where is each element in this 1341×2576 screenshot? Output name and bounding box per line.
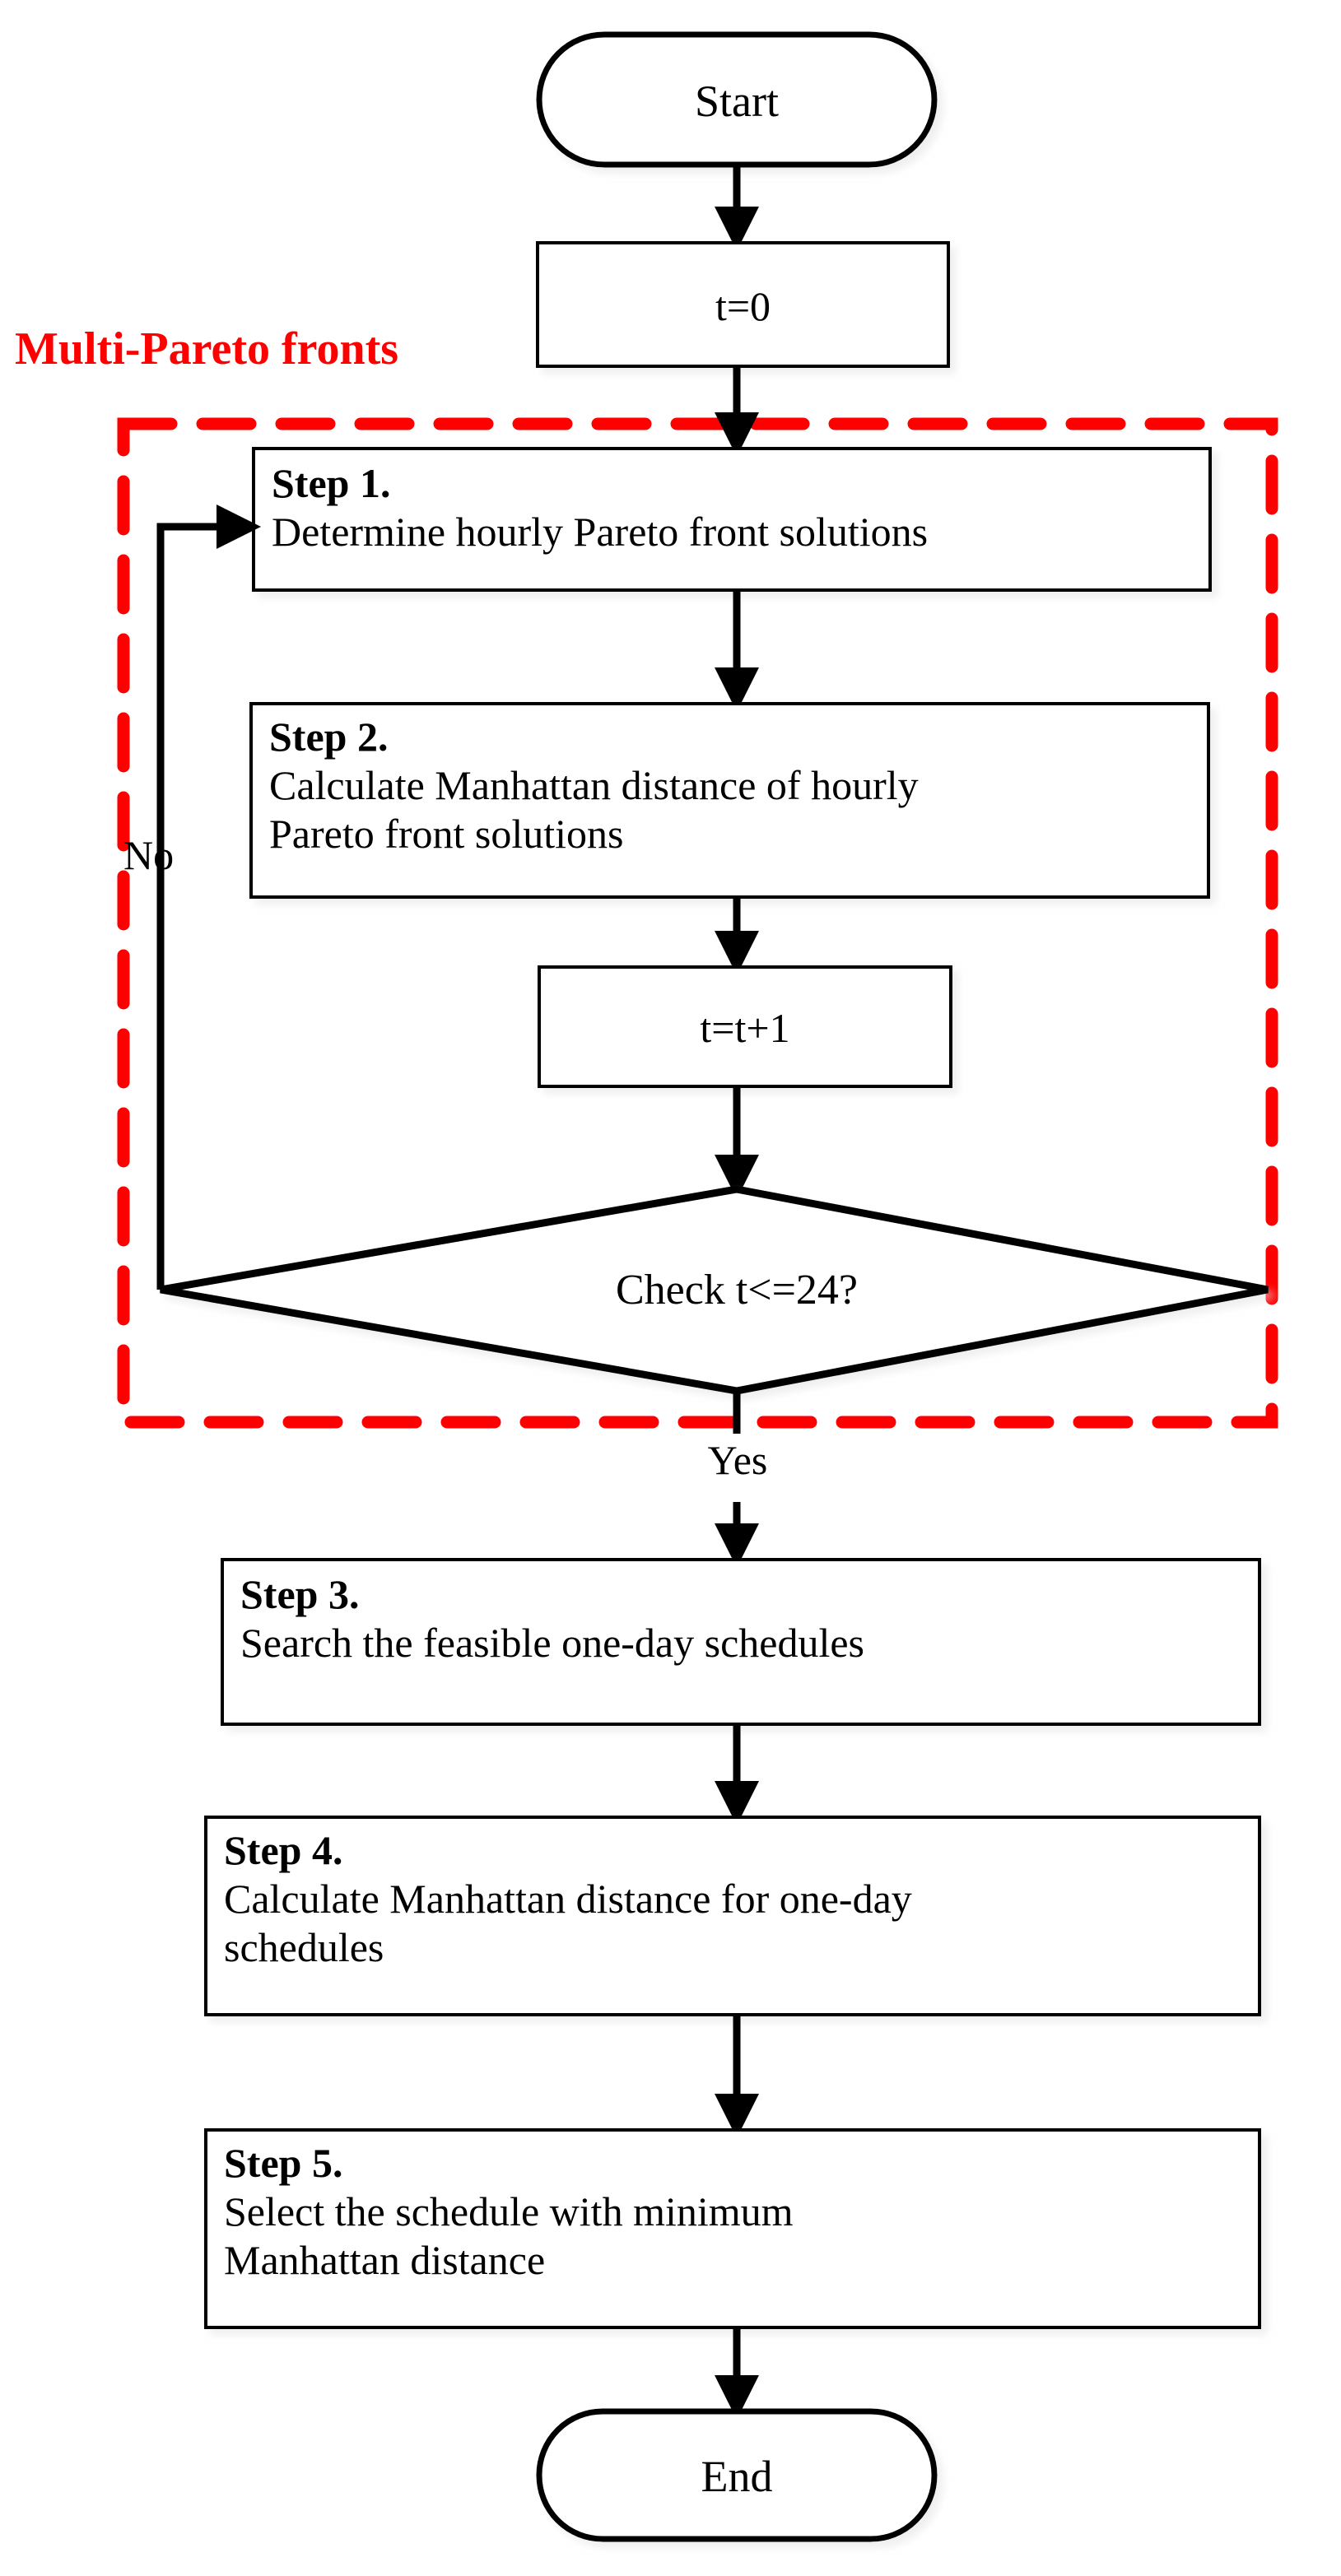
start-terminator-shape [536,31,938,168]
increment-process-shape [538,965,952,1088]
group-boundary-dashed-rect [117,417,1278,1429]
edge-no-feedback-loop [156,505,261,1290]
step3-process-shape [221,1558,1261,1726]
step5-process-shape [204,2128,1261,2329]
step1-process-shape [252,447,1212,592]
step4-process-shape [204,1816,1261,2016]
end-terminator-shape [536,2408,938,2542]
decision-diamond-shape [160,1185,1269,1395]
step2-process-shape [249,702,1210,899]
init-process-shape [536,241,950,368]
